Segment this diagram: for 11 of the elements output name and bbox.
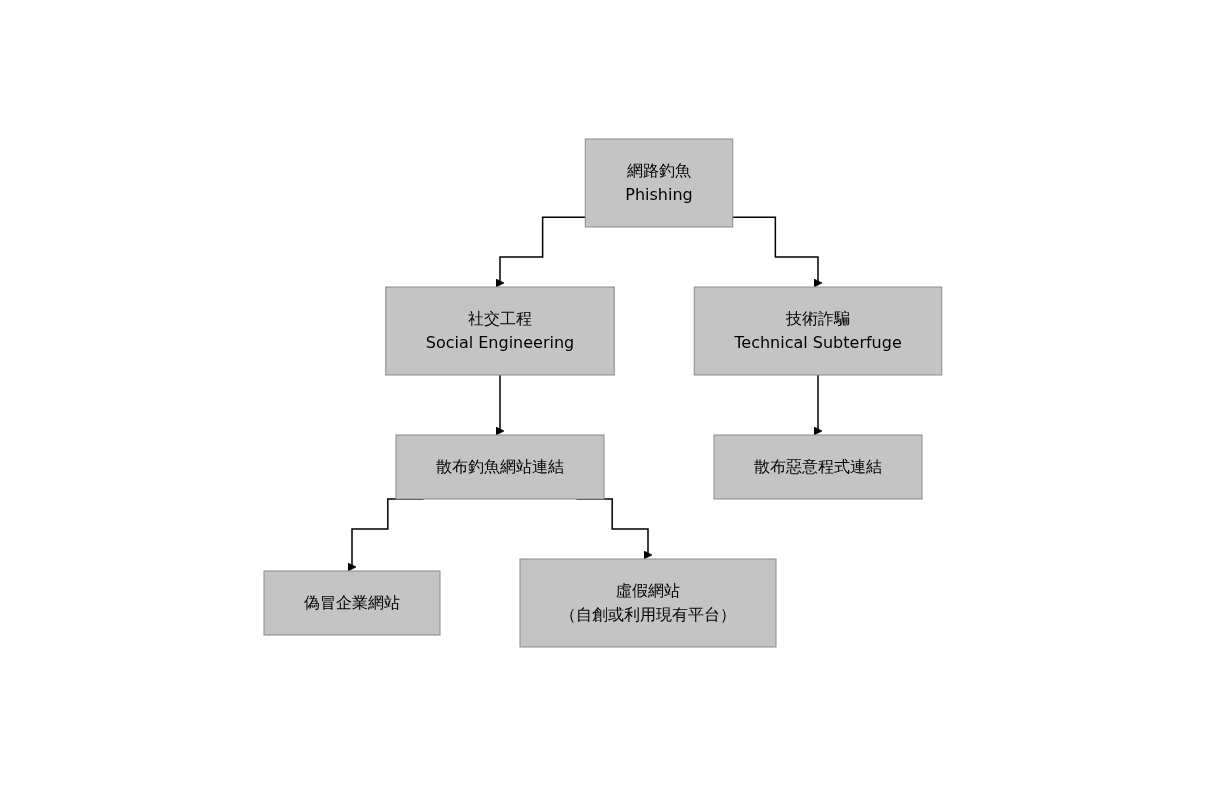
node-box: 技術詐騙 Technical Subterfuge <box>693 286 942 375</box>
node-box: 虛假網站 （自創或利用現有平台） <box>519 558 777 647</box>
node-box: 散布惡意程式連結 <box>713 434 923 499</box>
arrow <box>813 373 823 435</box>
arrow <box>495 373 505 435</box>
node-box: 社交工程 Social Engineering <box>384 286 615 375</box>
arrow <box>731 216 823 287</box>
node-box: 散布釣魚網站連結 <box>395 434 605 499</box>
node-box: 網路釣魚 Phishing <box>584 138 733 227</box>
node-box: 偽冒企業網站 <box>263 570 441 635</box>
arrow <box>495 216 586 287</box>
